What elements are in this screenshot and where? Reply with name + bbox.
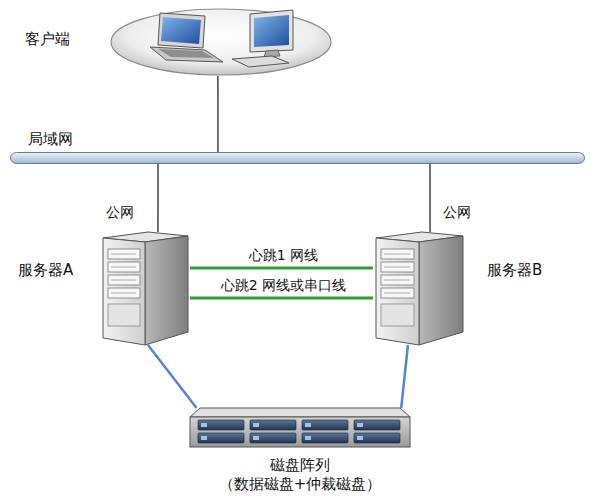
drive-bay [108,249,140,259]
heartbeat-link [190,267,373,270]
bay-slot [384,267,410,268]
drive-led [201,423,207,427]
drive-led [253,436,259,440]
client-cloud: 客户端 [110,8,332,76]
lan-link [429,164,431,232]
array-front [190,417,410,447]
disk-array-outline [190,408,410,448]
server-tower-outline [373,232,465,345]
lan-bus: 局域网 [10,152,585,164]
server-side [145,236,188,345]
bay-slot [111,254,136,255]
edge-label: 心跳1 网线 [249,247,318,264]
edge-label: 公网 [443,204,471,221]
drive-bay [381,275,414,285]
front-panel [108,304,140,326]
client-cloud-outline [110,8,332,76]
drive-led [305,436,311,440]
disk-drive [198,433,244,443]
bay-slot [384,280,410,281]
drive-bay [381,262,414,272]
storage-link [148,345,197,408]
disk-drive [250,420,296,430]
bay-slot [111,280,136,281]
drive-bay [381,288,414,298]
edge-label: 公网 [106,204,134,221]
bay-slot [384,293,410,294]
server-tower: 服务器A [100,232,190,345]
disk-drive [302,433,348,443]
drive-bay [108,275,140,285]
disk-array: 磁盘阵列（数据磁盘+仲裁磁盘） [190,408,410,448]
drive-bay [381,249,414,259]
lan-link [157,164,159,232]
disk-drive [354,420,400,430]
disk-drive [302,420,348,430]
disk-drive [354,433,400,443]
drive-led [357,436,363,440]
node-label: 服务器B [487,261,577,279]
node-label: 局域网 [28,130,108,148]
server-tower: 服务器B [373,232,465,345]
bay-slot [384,254,410,255]
drive-bay [108,262,140,272]
node-label: （数据磁盘+仲裁磁盘） [170,475,430,493]
drive-led [201,436,207,440]
server-side [419,236,463,345]
disk-drive [198,420,244,430]
bay-slot [111,267,136,268]
edge-label: 心跳2 网线或串口线 [221,276,346,293]
server-front [103,238,145,345]
heartbeat-link [190,296,373,299]
drive-led [357,423,363,427]
storage-link [401,345,408,408]
node-label: 客户端 [25,30,95,48]
node-label: 磁盘阵列 [170,456,430,474]
bus-bar [11,153,585,164]
node-label: 服务器A [18,261,96,279]
lan-bus-outline [10,152,585,164]
drive-led [305,423,311,427]
drive-led [253,423,259,427]
front-panel [381,304,414,326]
lan-link [217,76,219,152]
server-tower-outline [100,232,190,345]
cloud-ellipse [111,9,331,75]
drive-bay [108,288,140,298]
bay-slot [111,293,136,294]
server-front [376,238,419,345]
array-top [190,408,410,417]
disk-drive [250,433,296,443]
